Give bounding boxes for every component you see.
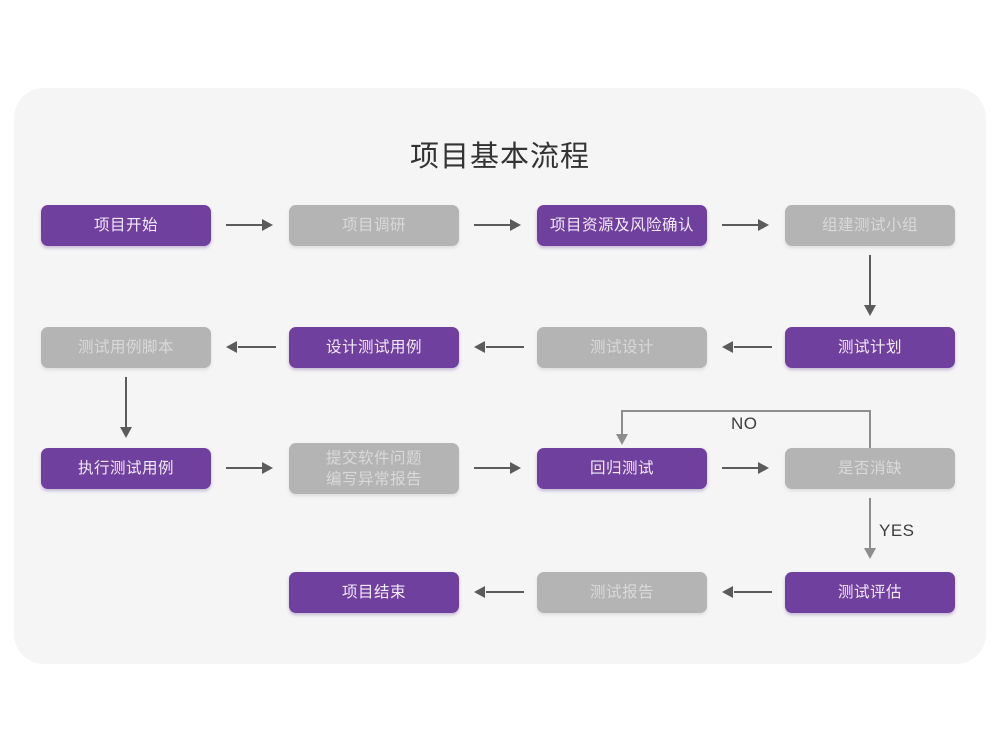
node-label-line1: 提交软件问题: [325, 449, 422, 467]
edge-plan-to-testdesign-line: [734, 346, 772, 348]
node-label: 测试评估: [837, 584, 902, 601]
node-resource-risk-confirm[interactable]: 项目资源及风险确认: [537, 205, 707, 246]
edge-report-to-regression-arrowhead: [510, 462, 521, 474]
edge-script-to-execute-arrowhead: [120, 427, 132, 438]
edge-yes-arrowhead: [864, 548, 876, 559]
edge-execute-to-report-arrowhead: [262, 462, 273, 474]
edge-start-to-research-arrowhead: [262, 219, 273, 231]
edge-execute-to-report-line: [226, 467, 264, 469]
edge-yes-line: [869, 498, 871, 552]
edge-research-to-resource-line: [474, 224, 512, 226]
node-test-design[interactable]: 测试设计: [537, 327, 707, 368]
node-test-report[interactable]: 测试报告: [537, 572, 707, 613]
node-label: 是否消缺: [837, 460, 902, 477]
edge-team-to-plan-arrowhead: [864, 305, 876, 316]
node-label: 测试报告: [589, 584, 654, 601]
edge-start-to-research-line: [226, 224, 264, 226]
node-label: 测试用例脚本: [77, 339, 174, 356]
edge-plan-to-testdesign-arrowhead: [722, 341, 733, 353]
edge-script-to-execute-line: [125, 377, 127, 431]
page-title: 项目基本流程: [409, 141, 590, 173]
edge-regression-to-defect-arrowhead: [758, 462, 769, 474]
node-label: 测试计划: [837, 339, 902, 356]
edge-no-loop-left-segment: [621, 410, 623, 438]
edge-regression-to-defect-line: [722, 467, 760, 469]
node-label: 项目结束: [341, 584, 406, 601]
edge-testreport-to-end-arrowhead: [474, 586, 485, 598]
node-test-case-script[interactable]: 测试用例脚本: [41, 327, 211, 368]
edge-no-loop-right-segment: [869, 410, 871, 448]
node-test-evaluation[interactable]: 测试评估: [785, 572, 955, 613]
edge-no-loop-top-segment: [621, 410, 871, 412]
edge-design-to-script-line: [238, 346, 276, 348]
edge-design-to-script-arrowhead: [226, 341, 237, 353]
node-label: 组建测试小组: [821, 217, 918, 234]
node-design-test-case[interactable]: 设计测试用例: [289, 327, 459, 368]
edge-resource-to-team-line: [722, 224, 760, 226]
node-execute-test-case[interactable]: 执行测试用例: [41, 448, 211, 489]
diagram-panel: [14, 88, 986, 664]
edge-evaluation-to-testreport-arrowhead: [722, 586, 733, 598]
node-label: 测试设计: [589, 339, 654, 356]
edge-evaluation-to-testreport-line: [734, 591, 772, 593]
node-project-research[interactable]: 项目调研: [289, 205, 459, 246]
node-label: 项目开始: [93, 217, 158, 234]
edge-team-to-plan-line: [869, 255, 871, 309]
node-submit-issue-report[interactable]: 提交软件问题 编写异常报告: [289, 443, 459, 494]
node-project-start[interactable]: 项目开始: [41, 205, 211, 246]
node-label: 回归测试: [589, 460, 654, 477]
edge-report-to-regression-line: [474, 467, 512, 469]
node-test-plan[interactable]: 测试计划: [785, 327, 955, 368]
edge-testdesign-to-designcase-line: [486, 346, 524, 348]
node-defect-cleared[interactable]: 是否消缺: [785, 448, 955, 489]
edge-testreport-to-end-line: [486, 591, 524, 593]
edge-no-loop-arrowhead: [616, 434, 628, 445]
node-label-line2: 编写异常报告: [325, 470, 422, 488]
node-label: 设计测试用例: [325, 339, 422, 356]
node-label: 项目资源及风险确认: [549, 217, 694, 234]
edge-label-no: NO: [731, 414, 758, 433]
edge-resource-to-team-arrowhead: [758, 219, 769, 231]
edge-label-yes: YES: [879, 521, 915, 540]
node-build-test-team[interactable]: 组建测试小组: [785, 205, 955, 246]
edge-testdesign-to-designcase-arrowhead: [474, 341, 485, 353]
node-regression-test[interactable]: 回归测试: [537, 448, 707, 489]
edge-research-to-resource-arrowhead: [510, 219, 521, 231]
node-label: 执行测试用例: [77, 460, 174, 477]
node-label: 项目调研: [341, 217, 406, 234]
node-project-end[interactable]: 项目结束: [289, 572, 459, 613]
